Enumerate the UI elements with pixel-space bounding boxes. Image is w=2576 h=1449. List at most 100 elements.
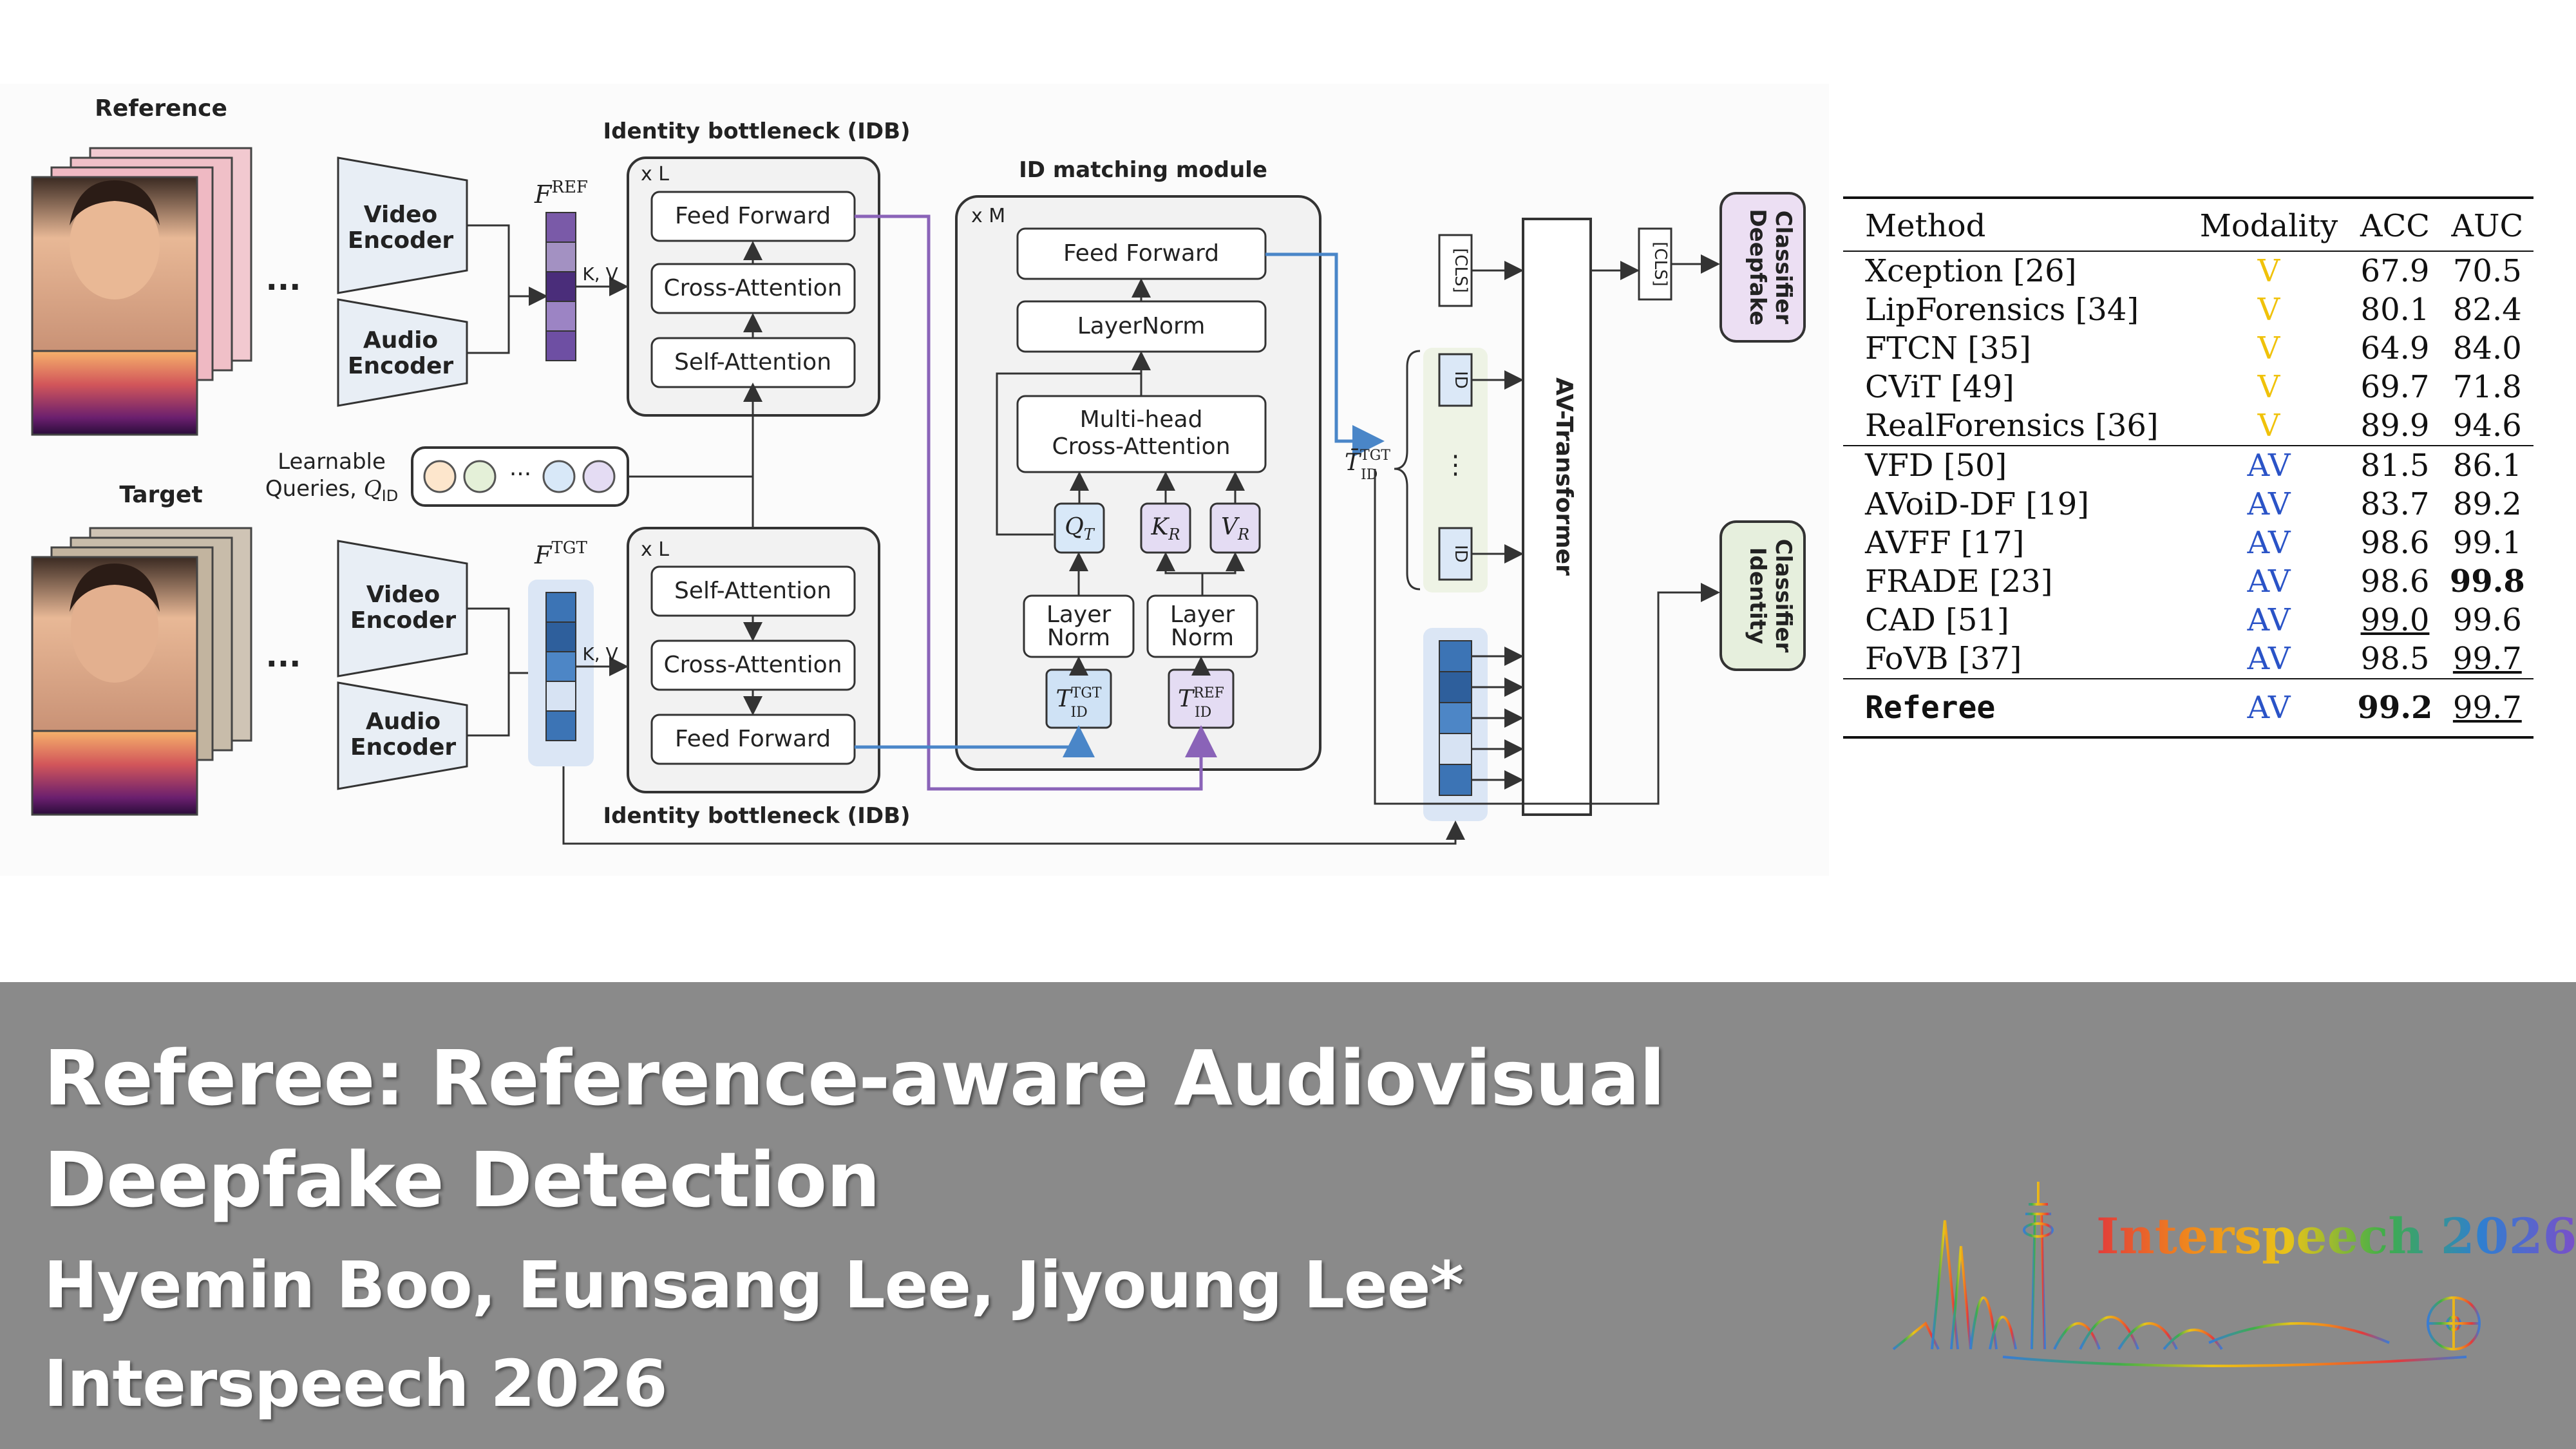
f-tgt-tokens	[545, 592, 576, 741]
id-matching-container	[955, 195, 1321, 771]
acc-cell: 98.5	[2360, 641, 2430, 677]
auc-cell: 99.8	[2449, 564, 2525, 600]
modality-cell: AV	[2188, 445, 2349, 485]
table-row: CViT [49] V 69.7 71.8	[1843, 368, 2533, 406]
layer-norm-target: Layer Norm	[1023, 594, 1135, 658]
method-cell: CViT [49]	[1865, 369, 2014, 405]
idb-top-title: Identity bottleneck (IDB)	[603, 118, 910, 144]
svg-text:Feed Forward: Feed Forward	[675, 203, 831, 229]
table-row-ours: Referee AV 99.2 99.7	[1843, 678, 2533, 739]
svg-text:KR: KR	[1151, 514, 1180, 544]
venue: Interspeech 2026	[44, 1346, 668, 1421]
modality-cell: AV	[2188, 678, 2349, 739]
modality-cell: V	[2257, 369, 2280, 405]
svg-text:⋮: ⋮	[1443, 450, 1468, 480]
av-transformer: AV-Transformer	[1522, 218, 1592, 816]
modality-cell: AV	[2247, 641, 2291, 677]
acc-cell: 67.9	[2360, 253, 2430, 289]
idb-top-feed-forward: Feed Forward	[650, 191, 856, 242]
method-cell: LipForensics [34]	[1865, 292, 2139, 328]
svg-text:Layer: Layer	[1170, 601, 1235, 628]
acc-cell: 98.6	[2360, 525, 2430, 561]
svg-text:[CLS]: [CLS]	[1651, 242, 1670, 286]
header-modality: Modality	[2188, 196, 2349, 252]
idb-bottom-cross-attention: Cross-Attention	[650, 639, 856, 691]
target-label: Target	[119, 482, 202, 508]
idb-bottom-self-attention: Self-Attention	[650, 565, 856, 617]
table-row: AVFF [17] AV 98.6 99.1	[1843, 524, 2533, 562]
id-token-n: ID	[1438, 527, 1473, 581]
svg-text:Multi-head: Multi-head	[1080, 406, 1203, 433]
modality-cell: V	[2257, 330, 2280, 366]
layer-norm-reference: Layer Norm	[1146, 594, 1258, 658]
svg-text:Video: Video	[364, 202, 438, 228]
table-row: RealForensics [36] V 89.9 94.6	[1843, 406, 2533, 446]
auc-cell: 70.5	[2452, 253, 2522, 289]
table-row: LipForensics [34] V 80.1 82.4	[1843, 290, 2533, 329]
svg-text:Classifier: Classifier	[1770, 539, 1796, 653]
v-r-token: VR	[1209, 502, 1261, 554]
acc-cell: 80.1	[2360, 292, 2430, 328]
svg-text:Encoder: Encoder	[348, 227, 453, 254]
auc-cell: 94.6	[2452, 408, 2522, 444]
paper-title-line-1: Referee: Reference-aware Audiovisual	[44, 1034, 1665, 1122]
auc-cell: 99.6	[2452, 602, 2522, 638]
idb-bottom-feed-forward: Feed Forward	[650, 714, 856, 765]
svg-text:Video: Video	[366, 582, 440, 608]
acc-cell: 64.9	[2360, 330, 2430, 366]
table-row: Xception [26] V 67.9 70.5	[1843, 251, 2533, 290]
svg-text:Classifier: Classifier	[1770, 211, 1796, 325]
header-method: Method	[1843, 196, 2189, 252]
svg-text:ID: ID	[1451, 545, 1470, 563]
svg-text:Cross-Attention: Cross-Attention	[663, 275, 842, 301]
method-cell: AVoiD-DF [19]	[1865, 486, 2089, 522]
svg-text:Feed Forward: Feed Forward	[675, 726, 831, 752]
auc-cell: 99.1	[2452, 525, 2522, 561]
ref-audio-encoder: Audio Encoder	[337, 298, 468, 407]
svg-text:Encoder: Encoder	[348, 353, 453, 379]
modality-cell: V	[2257, 253, 2280, 289]
modality-cell: V	[2257, 408, 2280, 444]
acc-cell: 69.7	[2360, 369, 2430, 405]
table-header-row: Method Modality ACC AUC	[1843, 196, 2533, 252]
method-cell: RealForensics [36]	[1865, 408, 2159, 444]
deepfake-classifier: Deepfake Classifier	[1719, 192, 1806, 343]
idb-top-cross-attention: Cross-Attention	[650, 263, 856, 314]
method-cell: FTCN [35]	[1865, 330, 2031, 366]
svg-text:x L: x L	[641, 163, 669, 185]
authors: Hyemin Boo, Eunsang Lee, Jiyoung Lee*	[44, 1247, 1464, 1323]
svg-text:···: ···	[509, 461, 531, 488]
header-auc: AUC	[2441, 196, 2533, 252]
svg-text:Encoder: Encoder	[350, 734, 456, 761]
idb-bottom-title: Identity bottleneck (IDB)	[603, 803, 910, 829]
logo-text: Interspeech 2026	[2096, 1208, 2576, 1265]
method-cell: VFD [50]	[1843, 445, 2189, 485]
header-acc: ACC	[2349, 196, 2441, 252]
svg-text:Cross-Attention: Cross-Attention	[663, 652, 842, 678]
q-t-token: QT	[1054, 502, 1105, 554]
modality-cell: AV	[2247, 564, 2291, 600]
svg-text:LayerNorm: LayerNorm	[1077, 313, 1206, 339]
svg-text:Cross-Attention: Cross-Attention	[1052, 433, 1230, 460]
svg-text:K, V: K, V	[582, 263, 618, 285]
method-cell: FoVB [37]	[1865, 641, 2022, 677]
table-row: FTCN [35] V 64.9 84.0	[1843, 329, 2533, 368]
svg-text:Norm: Norm	[1047, 625, 1110, 651]
auc-cell: 84.0	[2452, 330, 2522, 366]
reference-dots: ...	[266, 261, 301, 298]
target-dots: ...	[266, 638, 301, 674]
target-token-stack	[1439, 640, 1472, 796]
table-row: FoVB [37] AV 98.5 99.7	[1843, 639, 2533, 679]
svg-text:Self-Attention: Self-Attention	[674, 578, 831, 604]
svg-text:Identity: Identity	[1745, 547, 1770, 645]
reference-frames	[31, 147, 252, 436]
svg-text:ID: ID	[1451, 371, 1470, 389]
idm-multihead-cross-attention: Multi-head Cross-Attention	[1016, 395, 1267, 473]
svg-text:Deepfake: Deepfake	[1745, 209, 1770, 325]
paper-title-line-2: Deepfake Detection	[44, 1135, 880, 1224]
modality-cell: AV	[2247, 486, 2291, 522]
method-cell: Referee	[1843, 678, 2189, 739]
tgt-video-encoder: Video Encoder	[337, 540, 468, 677]
architecture-diagram: Reference Target ... ... Video Encoder A…	[0, 84, 1829, 876]
skyline-icon	[1892, 1182, 2481, 1367]
